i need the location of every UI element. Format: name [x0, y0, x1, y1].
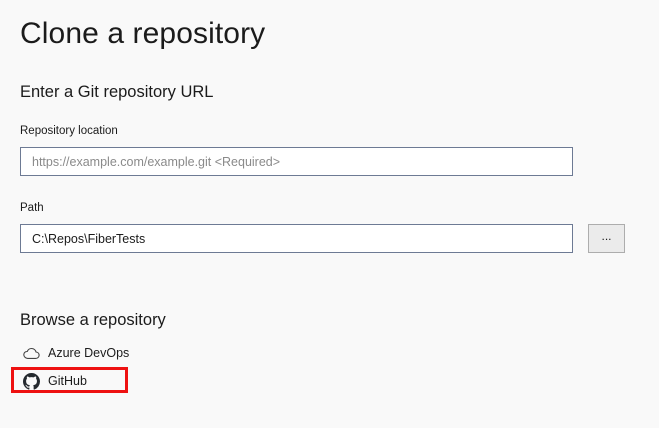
section-heading-enter-url: Enter a Git repository URL: [20, 83, 214, 101]
browse-item-github[interactable]: GitHub: [20, 370, 87, 392]
path-label: Path: [20, 202, 44, 214]
section-heading-browse-repository: Browse a repository: [20, 311, 166, 329]
browse-item-label: Azure DevOps: [48, 346, 130, 360]
page-title: Clone a repository: [20, 17, 266, 50]
repository-location-label: Repository location: [20, 125, 118, 137]
browse-item-label: GitHub: [48, 374, 87, 388]
repository-location-input[interactable]: [20, 147, 573, 176]
github-icon: [22, 372, 40, 390]
path-input[interactable]: [20, 224, 573, 253]
cloud-icon: [22, 344, 40, 362]
browse-item-azure-devops[interactable]: Azure DevOps: [20, 342, 129, 364]
browse-path-button[interactable]: ...: [588, 224, 625, 253]
